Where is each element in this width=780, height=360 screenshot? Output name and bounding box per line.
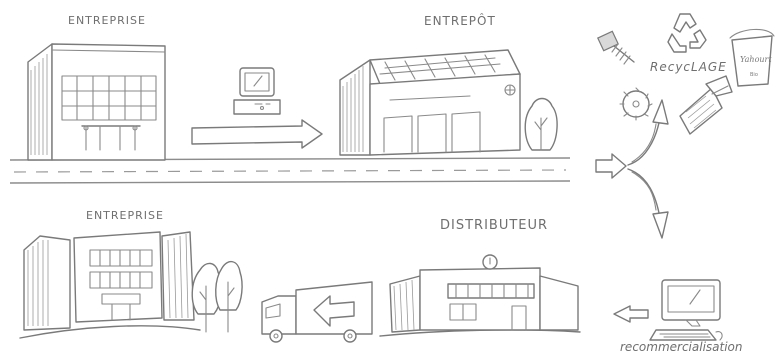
recycle-symbol-icon (668, 14, 706, 52)
desktop-computer-icon (650, 280, 722, 340)
tree-icon (525, 99, 557, 151)
delivery-truck-icon (262, 282, 372, 342)
office-buildings-icon (20, 232, 200, 338)
yogurt-bio: Bio (750, 72, 758, 78)
saw-blade-icon (620, 88, 652, 120)
computer-terminal-icon (234, 68, 280, 114)
tree-icon (192, 262, 242, 332)
grinder-icon (680, 76, 732, 134)
road-icon (10, 158, 570, 183)
screw-icon (598, 31, 634, 64)
fork-arrow-icon (596, 100, 668, 238)
yogurt-label: Yahourt (740, 55, 772, 64)
warehouse-icon (340, 50, 520, 155)
factory-building-icon (28, 44, 165, 160)
arrow-left-icon (614, 306, 648, 322)
arrow-right-icon (192, 120, 322, 148)
shop-building-icon (380, 255, 580, 336)
yogurt-cup-icon: Yahourt Bio (730, 29, 774, 86)
